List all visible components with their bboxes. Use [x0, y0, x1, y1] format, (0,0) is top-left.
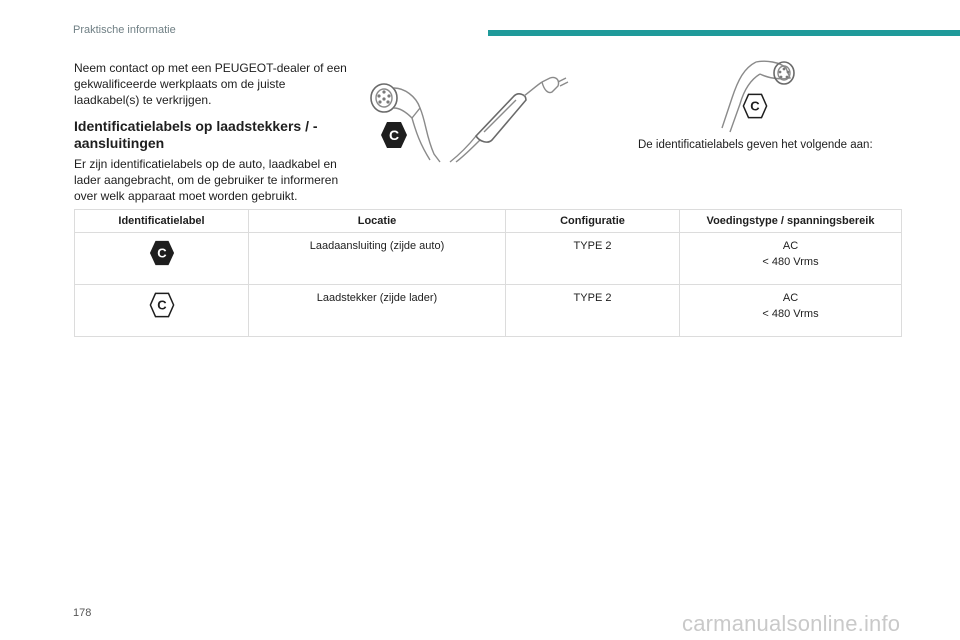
section-title: Praktische informatie: [73, 24, 176, 36]
label-cell: C: [74, 284, 249, 337]
accent-bar: [488, 30, 960, 36]
location-cell: Laadaansluiting (zijde auto): [248, 232, 506, 285]
location-cell: Laadstekker (zijde lader): [248, 284, 506, 337]
identification-table: Identificatielabel Locatie Configuratie …: [74, 209, 902, 337]
watermark: carmanualsonline.info: [682, 611, 901, 636]
label-c-filled-icon: C: [149, 240, 174, 266]
voltage-range: < 480 Vrms: [762, 256, 819, 268]
body-paragraph: Er zijn identificatielabels op de auto, …: [74, 157, 339, 203]
supply-cell: AC < 480 Vrms: [679, 232, 902, 285]
supply-type: AC: [782, 240, 799, 252]
label-letter: C: [157, 246, 167, 261]
section-heading: Identificatielabels op laadstekkers / -a…: [74, 118, 318, 151]
table-row: C Laadstekker (zijde lader) TYPE 2 AC < …: [74, 284, 902, 337]
table-header-row: Identificatielabel Locatie Configuratie …: [74, 209, 902, 233]
label-c-outline-icon: C: [149, 292, 174, 318]
label-letter: C: [157, 298, 167, 313]
voltage-range: < 480 Vrms: [762, 308, 819, 320]
supply-cell: AC < 480 Vrms: [679, 284, 902, 337]
label-letter: C: [750, 99, 760, 114]
header-cell: Configuratie: [505, 209, 680, 233]
table-row: C Laadaansluiting (zijde auto) TYPE 2 AC…: [74, 232, 902, 285]
label-cell: C: [74, 232, 249, 285]
charging-cable-illustration: [370, 76, 569, 163]
intro-paragraph: Neem contact op met een PEUGEOT-dealer o…: [74, 61, 347, 107]
label-letter: C: [389, 127, 399, 143]
legend-text: De identificatielabels geven het volgend…: [638, 139, 873, 151]
header-cell: Identificatielabel: [74, 209, 249, 233]
label-c-outline-icon: C: [742, 93, 768, 119]
header-cell: Voedingstype / spanningsbereik: [679, 209, 902, 233]
charger-plug-illustration: [721, 60, 795, 133]
label-c-filled-icon: C: [381, 122, 407, 148]
configuration-cell: TYPE 2: [505, 232, 680, 285]
supply-type: AC: [782, 292, 799, 304]
header-cell: Locatie: [248, 209, 506, 233]
configuration-cell: TYPE 2: [505, 284, 680, 337]
page-number: 178: [73, 607, 92, 619]
